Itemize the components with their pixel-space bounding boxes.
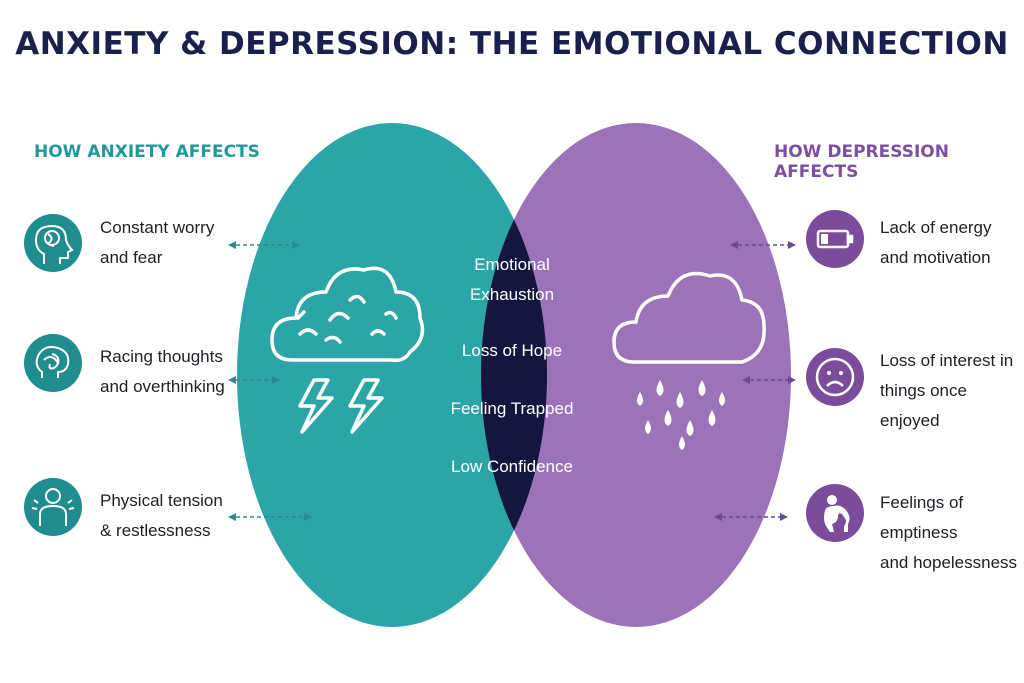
- anxiety-item-3-text: Physical tension & restlessness: [100, 491, 223, 540]
- page-title: ANXIETY & DEPRESSION: THE EMOTIONAL CONN…: [15, 26, 1009, 62]
- depression-item-2-text: Loss of interest in things once enjoyed: [880, 351, 1014, 430]
- shared-item-1-line1: Emotional: [474, 255, 550, 274]
- connector-arrows-anxiety: [236, 244, 304, 518]
- sad-face-icon: [806, 348, 864, 406]
- shared-item-1-line2: Exhaustion: [469, 285, 555, 304]
- shared-item-4: Low Confidence: [451, 457, 573, 476]
- depression-circle: [481, 123, 791, 627]
- depression-item-3-text: Feelings of emptiness and hopelessness: [880, 493, 1018, 572]
- head-worry-icon: [24, 214, 82, 272]
- anxiety-item-1-text: Constant worry and fear: [100, 218, 215, 267]
- anxiety-heading: HOW ANXIETY AFFECTS: [34, 142, 260, 162]
- rain-cloud-icon: [612, 271, 766, 364]
- shared-item-2: Loss of Hope: [461, 341, 563, 360]
- low-battery-icon: [806, 210, 864, 268]
- tangled-thoughts-icon: [24, 334, 82, 392]
- person-hugging-knees-icon: [806, 484, 864, 542]
- anxiety-item-2-text: Racing thoughts and overthinking: [100, 347, 225, 396]
- shared-item-3: Feeling Trapped: [450, 399, 574, 418]
- tense-person-icon: [24, 478, 82, 536]
- anxiety-circle: [237, 123, 547, 627]
- depression-item-1-text: Lack of energy and motivation: [880, 218, 992, 267]
- depression-heading: HOW DEPRESSION AFFECTS: [774, 142, 949, 182]
- raindrops: [637, 380, 725, 450]
- storm-cloud-lightning-icon: [270, 266, 425, 434]
- connector-arrows-depression: [722, 244, 788, 518]
- shared-effects-list: Emotional Exhaustion Loss of Hope Feelin…: [432, 250, 592, 482]
